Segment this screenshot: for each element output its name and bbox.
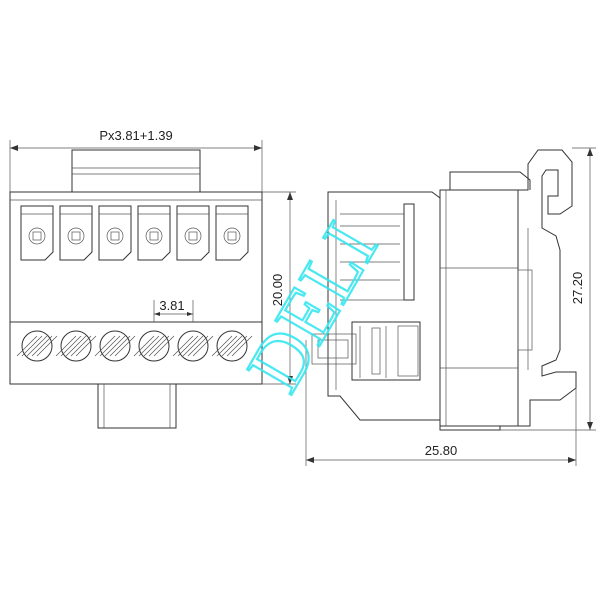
screw-hole xyxy=(16,330,58,362)
side-view: 27.20 25.80 xyxy=(305,147,596,466)
pitch-label: 3.81 xyxy=(159,298,184,313)
screw-hole xyxy=(172,330,214,362)
terminal-latch xyxy=(176,205,210,261)
terminal-latch xyxy=(59,205,93,261)
screw-row xyxy=(16,330,253,362)
terminal-latch xyxy=(215,205,249,261)
side-width-label: 25.80 xyxy=(425,443,458,458)
front-view: Px3.81+1.39 3.81 20.00 xyxy=(9,128,296,429)
terminal-latch xyxy=(20,205,54,261)
watermark-text: DELI xyxy=(230,208,394,405)
terminal-latch xyxy=(137,205,171,261)
terminal-latch xyxy=(98,205,132,261)
screw-hole xyxy=(55,330,97,362)
screw-hole xyxy=(211,330,253,362)
top-width-label: Px3.81+1.39 xyxy=(99,128,172,143)
side-height-label: 27.20 xyxy=(570,272,585,305)
screw-hole xyxy=(94,330,136,362)
screw-hole xyxy=(133,330,175,362)
front-height-label: 20.00 xyxy=(270,274,285,307)
latch-row xyxy=(20,205,249,261)
